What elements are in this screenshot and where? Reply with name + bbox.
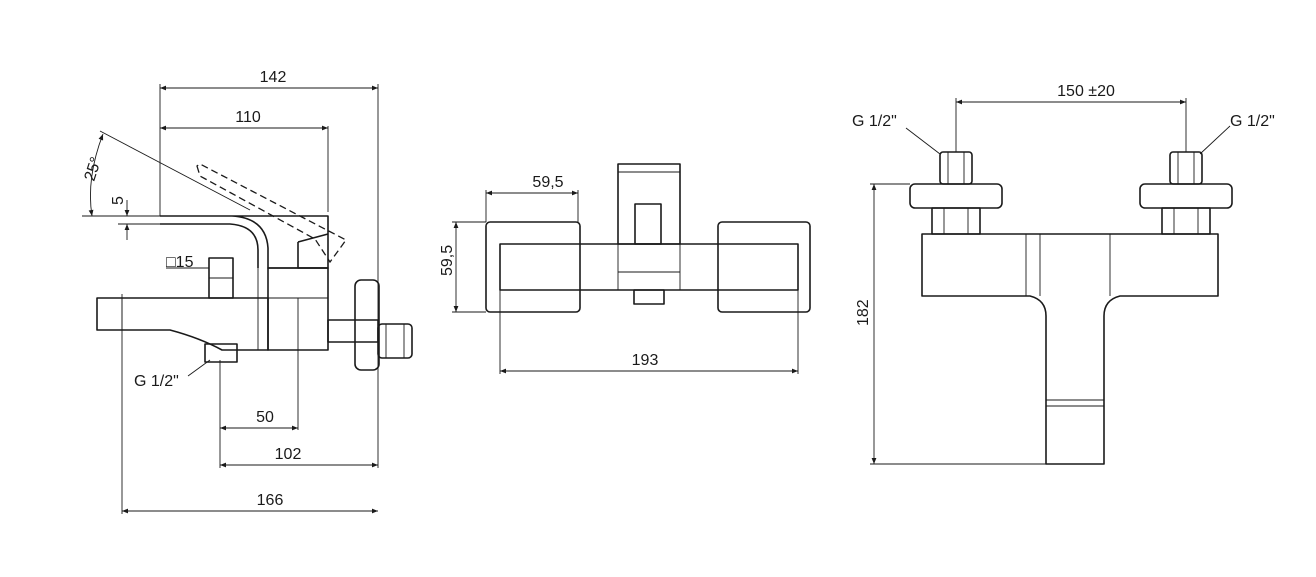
thread-label-right: G 1/2" xyxy=(1199,113,1275,155)
dimension-top-depth: 59,5 xyxy=(439,222,459,312)
dim-102-label: 102 xyxy=(275,446,302,463)
thread-side-text: G 1/2" xyxy=(134,373,179,390)
dim-150-label: 150 ±20 xyxy=(1057,83,1115,100)
top-view: 59,5 59,5 193 xyxy=(439,163,811,374)
right-escutcheon xyxy=(717,221,811,313)
inlet-nut xyxy=(377,323,413,359)
dim-5-label: 5 xyxy=(110,196,127,205)
right-wall-plate xyxy=(1139,183,1233,209)
dimension-102: 102 xyxy=(220,446,378,468)
dim-square-label: □15 xyxy=(166,254,194,271)
front-view: 150 ±20 G 1/2" G 1/2" xyxy=(852,83,1275,465)
lever-stem-top xyxy=(634,203,662,245)
right-connector xyxy=(1161,207,1211,235)
dim-110-label: 110 xyxy=(235,109,261,126)
left-connector xyxy=(931,207,981,235)
dimension-150: 150 ±20 xyxy=(956,83,1186,105)
main-body-front xyxy=(921,233,1219,465)
eccentric-connector xyxy=(327,319,379,343)
dim-142-label: 142 xyxy=(260,69,287,86)
dimension-182: 182 xyxy=(855,184,877,464)
left-wall-plate xyxy=(909,183,1003,209)
dimension-50: 50 xyxy=(220,409,298,431)
dimension-166: 166 xyxy=(122,492,378,514)
outlet-top xyxy=(633,289,665,305)
dimension-5: 5 xyxy=(110,196,160,240)
dimension-142: 142 xyxy=(160,69,378,91)
outlet-fitting xyxy=(204,343,238,363)
side-view: 142 110 25° 5 xyxy=(82,69,413,514)
dimension-110: 110 xyxy=(160,109,328,131)
thread-label-left: G 1/2" xyxy=(852,113,941,155)
dimension-top-width: 59,5 xyxy=(486,174,578,196)
left-inlet-nut xyxy=(939,151,973,185)
thread-left-text: G 1/2" xyxy=(852,113,897,130)
spout-outline xyxy=(96,297,269,351)
left-escutcheon xyxy=(485,221,581,313)
dimension-angle-25: 25° xyxy=(82,130,251,217)
wall-plate xyxy=(354,279,380,371)
dim-166-label: 166 xyxy=(257,492,284,509)
dim-193-label: 193 xyxy=(632,352,659,369)
dim-182-label: 182 xyxy=(855,299,872,326)
thread-label-side: G 1/2" xyxy=(134,359,211,390)
thread-right-text: G 1/2" xyxy=(1230,113,1275,130)
dim-50-label: 50 xyxy=(256,409,274,426)
dim-top-depth-label: 59,5 xyxy=(439,245,456,276)
right-inlet-nut xyxy=(1169,151,1203,185)
dimension-193: 193 xyxy=(500,352,798,374)
dim-top-width-label: 59,5 xyxy=(532,174,563,191)
dim-angle-label: 25° xyxy=(82,155,106,183)
main-body-top xyxy=(499,243,799,291)
dimension-square-15: □15 xyxy=(166,254,209,271)
lever-tilted-outline xyxy=(196,163,347,264)
